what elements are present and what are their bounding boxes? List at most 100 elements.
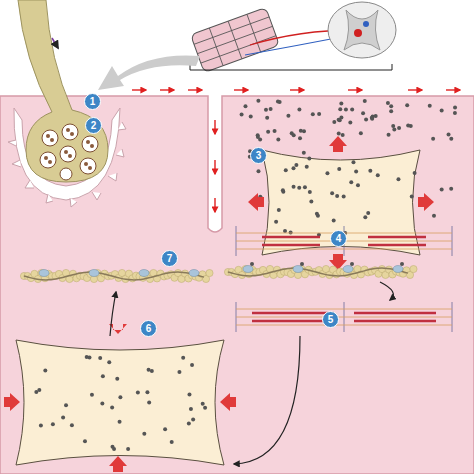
calcium-ion — [274, 220, 278, 224]
calcium-ion — [387, 133, 391, 137]
callout-number: 6 — [140, 320, 157, 337]
calcium-ion — [389, 109, 393, 113]
calcium-ion — [43, 368, 47, 372]
bound-calcium — [300, 262, 304, 266]
calcium-ion — [292, 185, 296, 189]
release-arrows — [248, 136, 434, 270]
calcium-ion — [142, 432, 146, 436]
calcium-ion — [163, 427, 167, 431]
calcium-ion — [374, 114, 378, 118]
calcium-ion — [389, 104, 393, 108]
calcium-ion — [289, 230, 293, 234]
callout-number: 4 — [330, 230, 347, 247]
thin-filament — [224, 262, 417, 279]
flow-arrow — [234, 336, 300, 464]
calcium-ion — [284, 168, 288, 172]
calcium-ion — [339, 116, 343, 120]
tropomyosin — [24, 272, 204, 280]
calcium-ion — [351, 160, 355, 164]
calcium-ion — [428, 104, 432, 108]
flow-arrow — [380, 282, 393, 300]
calcium-ion — [240, 112, 244, 116]
bound-calcium — [250, 262, 254, 266]
troponin — [293, 266, 303, 273]
muscle-fiber — [0, 96, 474, 474]
calcium-ion — [338, 107, 342, 111]
calcium-ion — [276, 99, 280, 103]
bracket — [190, 64, 392, 70]
calcium-ion — [107, 360, 111, 364]
action-potential-arrow — [52, 38, 58, 48]
calcium-ion — [90, 393, 94, 397]
actin-bead — [410, 265, 417, 272]
calcium-ion — [283, 229, 287, 233]
calcium-ion — [118, 420, 122, 424]
calcium-ion — [201, 402, 205, 406]
calcium-ion — [277, 208, 281, 212]
calcium-ion — [315, 212, 319, 216]
zoom-arrow — [98, 55, 200, 90]
calcium-ion — [112, 447, 116, 451]
spinal-cord — [328, 2, 396, 58]
calcium-ion — [376, 173, 380, 177]
calcium-ion — [386, 101, 390, 105]
calcium-ion — [341, 133, 345, 137]
callout-number: 7 — [161, 250, 178, 267]
callout-number: 1 — [84, 93, 101, 110]
calcium-ion — [397, 126, 401, 130]
calcium-ion — [39, 423, 43, 427]
calcium-ion — [136, 391, 140, 395]
calcium-ion — [311, 112, 315, 116]
calcium-ion — [187, 422, 191, 426]
calcium-ion — [364, 117, 368, 121]
calcium-ion — [413, 171, 417, 175]
calcium-ion — [150, 369, 154, 373]
calcium-ion — [344, 107, 348, 111]
callout-number: 2 — [85, 117, 102, 134]
calcium-ion — [297, 186, 301, 190]
calcium-ion — [118, 395, 122, 399]
calcium-ion — [342, 195, 346, 199]
calcium-ion — [51, 422, 55, 426]
calcium-ion — [297, 107, 301, 111]
thin-filament — [20, 269, 213, 282]
calcium-ion — [189, 407, 193, 411]
calcium-ion — [70, 423, 74, 427]
calcium-ion — [359, 131, 363, 135]
calcium-ion — [294, 163, 298, 167]
calcium-ion — [440, 109, 444, 113]
calcium-ion — [249, 114, 253, 118]
grey-matter — [344, 10, 380, 50]
calcium-ion — [187, 392, 191, 396]
calcium-ion — [453, 106, 457, 110]
sarcoplasmic-reticulum — [16, 340, 224, 465]
calcium-ion — [110, 406, 114, 410]
calcium-ion — [440, 188, 444, 192]
calcium-ion — [88, 356, 92, 360]
calcium-ion — [126, 447, 130, 451]
calcium-ion — [348, 120, 352, 124]
calcium-ion — [370, 117, 374, 121]
calcium-ion — [405, 103, 409, 107]
calcium-ion — [170, 440, 174, 444]
callout-number: 5 — [322, 311, 339, 328]
calcium-ion — [266, 130, 270, 134]
troponin — [243, 266, 253, 273]
calcium-ion — [396, 177, 400, 181]
calcium-ion — [332, 218, 336, 222]
calcium-ion — [264, 108, 268, 112]
calcium-ion — [258, 138, 262, 142]
calcium-ion — [101, 374, 105, 378]
calcium-ion — [361, 111, 365, 115]
calcium-ions — [34, 99, 457, 451]
calcium-ion — [332, 120, 336, 124]
sarcoplasmic-reticulum — [262, 150, 420, 255]
calcium-ion — [286, 114, 290, 118]
calcium-ion — [449, 137, 453, 141]
calcium-ion — [391, 124, 395, 128]
calcium-ion — [368, 169, 372, 173]
calcium-ion — [354, 169, 358, 173]
callout-number: 3 — [250, 147, 267, 164]
calcium-ion — [303, 185, 307, 189]
